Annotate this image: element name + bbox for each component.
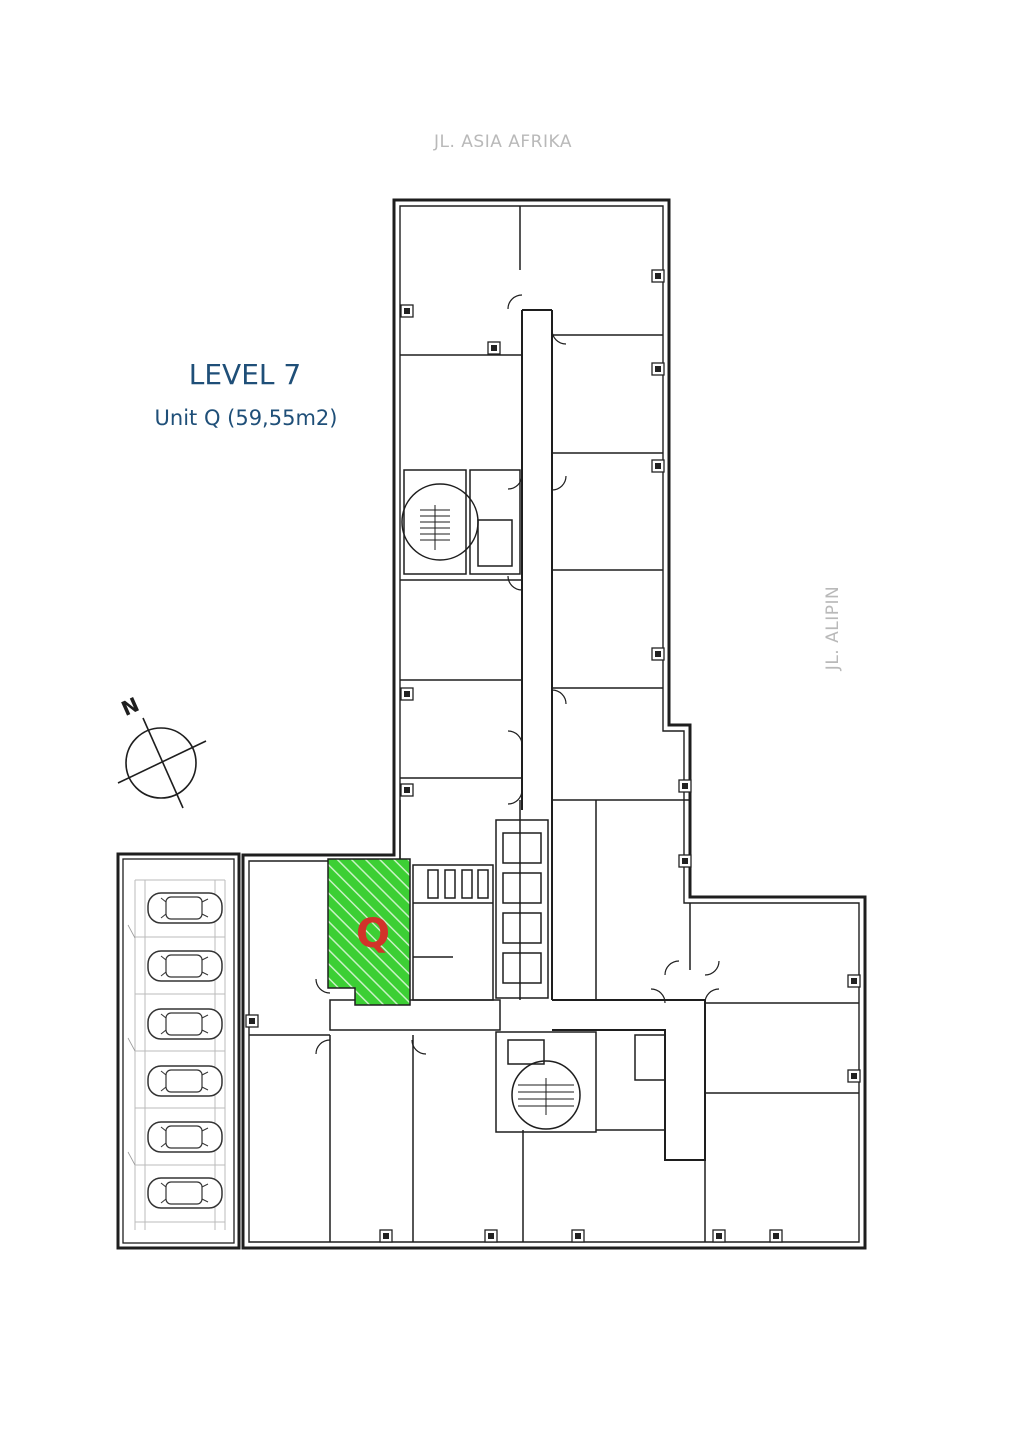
unit-q-area[interactable] — [327, 858, 411, 1006]
compass-n-label: N — [118, 692, 143, 721]
unit-q-letter: Q — [356, 911, 390, 957]
stair-core-north — [401, 469, 521, 575]
parked-car — [147, 950, 223, 982]
stair-core-south — [495, 1031, 666, 1133]
tower-partitions — [249, 206, 859, 1242]
lift-core — [412, 819, 549, 1001]
parked-car — [147, 1177, 223, 1209]
door-swings — [315, 294, 720, 1055]
unit-subtitle: Unit Q (59,55m2) — [154, 406, 338, 430]
parking-deck — [116, 852, 241, 1250]
parked-car — [147, 1008, 223, 1040]
north-arrow-icon — [117, 717, 207, 809]
parked-car — [147, 1065, 223, 1097]
corridor — [329, 309, 706, 1161]
level-title: LEVEL 7 — [188, 358, 302, 391]
parked-car — [147, 892, 223, 924]
parked-car — [147, 1121, 223, 1153]
tower-walls — [241, 198, 867, 1250]
street-label-north: JL. ASIA AFRIKA — [434, 132, 572, 152]
